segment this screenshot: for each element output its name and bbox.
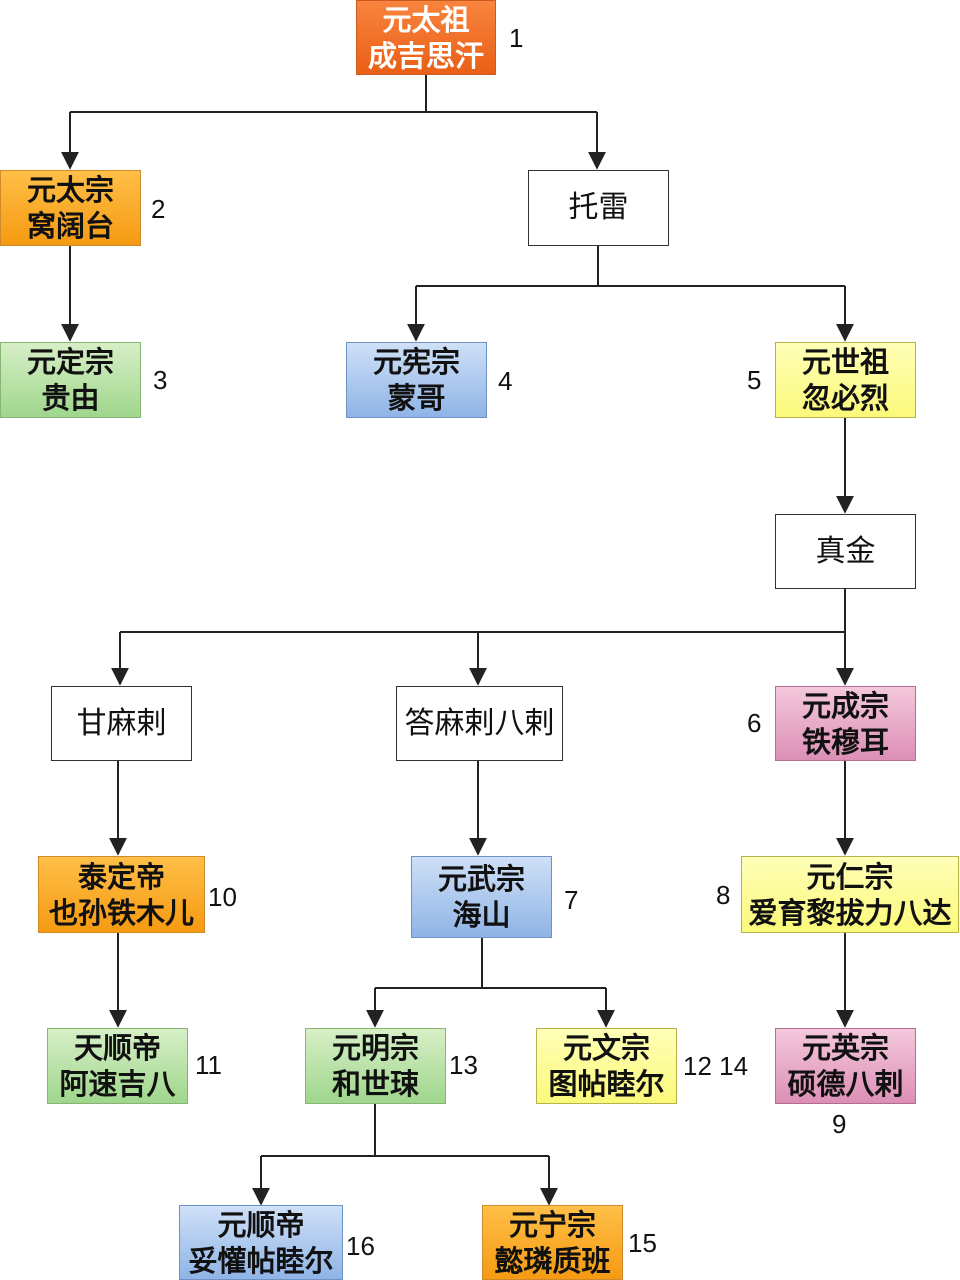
node-aiyuliba: 元仁宗 爱育黎拔力八达	[741, 856, 959, 933]
reign-number: 13	[449, 1050, 478, 1080]
node-hubilie: 元世祖 忽必烈	[775, 342, 916, 418]
reign-number: 15	[628, 1228, 657, 1258]
node-asujiba: 天顺帝 阿速吉八	[47, 1028, 188, 1104]
reign-number: 8	[716, 880, 731, 910]
node-name: 答麻剌八剌	[404, 705, 555, 741]
node-title: 元太宗	[26, 173, 114, 207]
node-name: 托雷	[568, 190, 629, 225]
node-guiyou: 元定宗 贵由	[0, 342, 141, 418]
node-title: 元宁宗	[508, 1207, 596, 1242]
node-name: 妥懽帖睦尔	[188, 1243, 334, 1278]
reign-number: 7	[564, 885, 579, 915]
node-heshila: 元明宗 和世㻋	[305, 1028, 446, 1104]
node-name: 铁穆耳	[801, 724, 889, 759]
node-name: 图帖睦尔	[548, 1067, 665, 1101]
node-haishan: 元武宗 海山	[411, 856, 552, 938]
node-title: 元明宗	[331, 1031, 419, 1065]
node-title: 元武宗	[437, 862, 525, 896]
reign-number: 6	[747, 708, 762, 738]
node-title: 元宪宗	[372, 345, 460, 379]
node-mengge: 元宪宗 蒙哥	[346, 342, 487, 418]
reign-number: 4	[498, 366, 513, 396]
reign-number: 9	[832, 1109, 847, 1139]
node-title: 元世祖	[801, 345, 889, 379]
node-title: 元定宗	[26, 345, 114, 379]
node-yesuntiemuer: 泰定帝 也孙铁木儿	[38, 856, 205, 933]
node-damalabala: 答麻剌八剌	[396, 686, 563, 761]
node-name: 甘麻剌	[76, 705, 167, 741]
node-name: 贵由	[41, 381, 100, 415]
reign-number: 12 14	[683, 1051, 749, 1081]
node-name: 和世㻋	[331, 1067, 419, 1101]
reign-number: 11	[195, 1050, 222, 1080]
node-title: 元顺帝	[217, 1207, 305, 1242]
reign-number: 3	[153, 365, 168, 395]
node-title: 元成宗	[801, 688, 889, 723]
node-name: 爱育黎拔力八达	[748, 895, 952, 930]
reign-number: 5	[747, 365, 762, 395]
node-name: 蒙哥	[387, 381, 446, 415]
node-title: 天顺帝	[73, 1031, 161, 1065]
node-name: 真金	[815, 533, 876, 569]
node-name: 懿璘质班	[494, 1243, 611, 1278]
node-tutiemuer: 元文宗 图帖睦尔	[536, 1028, 677, 1104]
node-title: 元太祖	[382, 2, 470, 37]
node-name: 窝阔台	[26, 209, 114, 243]
node-zhenjin: 真金	[775, 514, 916, 589]
node-title: 元仁宗	[806, 859, 894, 894]
node-tuolei: 托雷	[528, 170, 669, 246]
node-yilingzhiban: 元宁宗 懿璘质班	[482, 1205, 623, 1280]
reign-number: 1	[509, 23, 524, 53]
node-wokuotai: 元太宗 窝阔台	[0, 170, 141, 246]
node-name: 硕德八剌	[787, 1067, 904, 1101]
reign-number: 10	[208, 882, 237, 912]
node-name: 忽必烈	[801, 381, 889, 415]
node-name: 也孙铁木儿	[48, 895, 194, 930]
node-title: 元英宗	[801, 1031, 889, 1065]
node-shuodebala: 元英宗 硕德八剌	[775, 1028, 916, 1104]
reign-number: 16	[346, 1231, 375, 1261]
reign-number: 2	[151, 194, 166, 224]
node-name: 海山	[452, 898, 511, 932]
node-tuohuantiemuer: 元顺帝 妥懽帖睦尔	[179, 1205, 343, 1280]
node-title: 泰定帝	[77, 859, 165, 894]
node-title: 元文宗	[562, 1031, 650, 1065]
node-name: 成吉思汗	[367, 38, 484, 73]
node-chengjisihan: 元太祖 成吉思汗	[356, 0, 496, 75]
node-ganmala: 甘麻剌	[51, 686, 192, 761]
node-name: 阿速吉八	[59, 1067, 176, 1101]
node-tiemuer: 元成宗 铁穆耳	[775, 686, 916, 761]
